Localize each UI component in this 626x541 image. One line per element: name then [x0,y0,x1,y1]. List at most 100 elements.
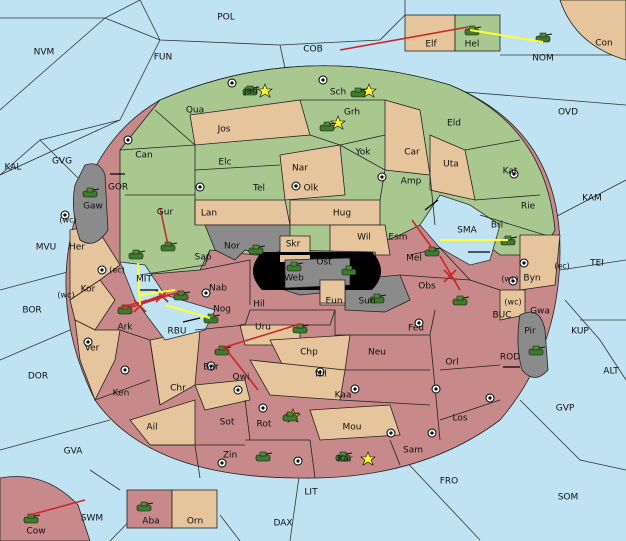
label-jos: Jos [217,125,231,135]
label-ark: Ark [117,323,133,333]
prov-cow[interactable] [0,476,91,541]
tank-nor[interactable] [248,244,266,255]
tank-obs[interactable] [452,295,470,306]
tank-zin[interactable] [255,451,273,462]
tank-rot[interactable] [282,411,300,422]
label-sma: SMA [457,226,477,236]
prov-pir[interactable] [517,311,549,378]
label-swm: SWM [81,514,103,524]
coast-label: (wc) [501,275,518,284]
prov-mou[interactable] [309,404,401,441]
label-eun: Eun [325,297,342,307]
label-elf: Elf [425,40,437,50]
coast-label: (wc) [59,216,76,225]
label-dax: DAX [273,519,292,529]
prov-orn[interactable] [171,489,218,529]
label-buc: BUC [492,311,511,321]
label-car: Car [404,148,420,158]
sea-sma[interactable] [419,194,501,266]
label-kor: Kor [81,285,96,295]
label-gaw: Gaw [83,202,103,212]
label-sun: Sun [358,297,375,307]
red-orders [29,26,469,516]
tank-grh[interactable] [319,121,337,132]
tank-gaw[interactable] [82,187,100,198]
label-olk: Olk [304,184,320,194]
coast-label: (wc) [57,291,74,300]
label-cob: COB [303,45,323,55]
tank-web[interactable] [286,261,304,272]
label-pol: POL [217,13,235,23]
label-byn: Byn [523,274,540,284]
label-chr: Chr [170,384,186,394]
label-kat: Kat [503,167,518,177]
label-uru: Uru [255,323,271,333]
coast-label: (ec) [554,262,570,271]
label-gwa: Gwa [530,307,550,317]
label-sch: Sch [330,88,346,98]
tank-pir[interactable] [528,345,546,356]
tank-uru[interactable] [292,323,310,334]
label-dor: DOR [28,372,48,382]
tank-ost[interactable] [341,265,359,276]
label-rie: Rie [521,202,536,212]
label-nil: Nil [315,370,327,380]
label-pir: Pir [524,327,536,337]
label-kar: Kar [338,455,353,465]
label-nvm: NVM [34,48,55,58]
tank-mit[interactable] [128,249,146,260]
label-orn: Orn [187,517,203,527]
tank-aba[interactable] [136,501,154,512]
prov-kor[interactable] [69,279,116,331]
label-skr: Skr [286,240,301,250]
label-uta: Uta [443,160,459,170]
label-ovd: OVD [558,108,578,118]
province-lines [94,99,546,479]
label-fro: FRO [440,477,459,487]
prov-byn[interactable] [519,234,561,291]
tank-nog[interactable] [203,313,221,324]
tank-nab[interactable] [173,290,191,301]
label-gor: GOR [108,183,128,193]
label-gvg: GVG [52,157,72,167]
label-zin: Zin [223,451,237,461]
label-jad: Jad [243,87,258,97]
prov-gaw[interactable] [72,163,109,244]
label-chp: Chp [300,348,318,358]
label-kam: KAM [582,194,602,204]
tank-jad[interactable] [242,85,260,96]
label-gur: Gur [157,208,174,218]
tank-mel[interactable] [424,246,442,257]
label-her: Her [69,243,85,253]
label-bor: BOR [22,306,41,316]
label-mit: MIT [136,275,152,285]
prov-elf[interactable] [404,14,456,52]
label-neu: Neu [368,348,386,358]
prov-wil[interactable] [329,224,391,256]
prov-uru-bar [244,309,336,326]
label-obs: Obs [418,282,436,292]
tank-cow[interactable] [23,513,41,524]
label-ail: Ail [146,423,157,433]
star-icon [361,83,377,98]
label-elc: Elc [218,158,231,168]
tank-sch[interactable] [350,87,368,98]
label-gvp: GVP [556,404,575,414]
label-mvu: MVU [36,243,57,253]
label-yok: Yok [354,148,371,158]
units-layer [23,25,553,524]
label-qua: Qua [186,106,204,116]
coast-label: (ec) [109,266,125,275]
star-icon [330,115,346,130]
label-rod: ROD [500,353,520,363]
label-ost: Ost [316,258,332,268]
supply-centers [60,75,529,468]
tank-kar[interactable] [335,451,353,462]
tank-sun[interactable] [369,293,387,304]
label-lan: Lan [201,209,217,219]
label-sam: Sam [403,446,423,456]
